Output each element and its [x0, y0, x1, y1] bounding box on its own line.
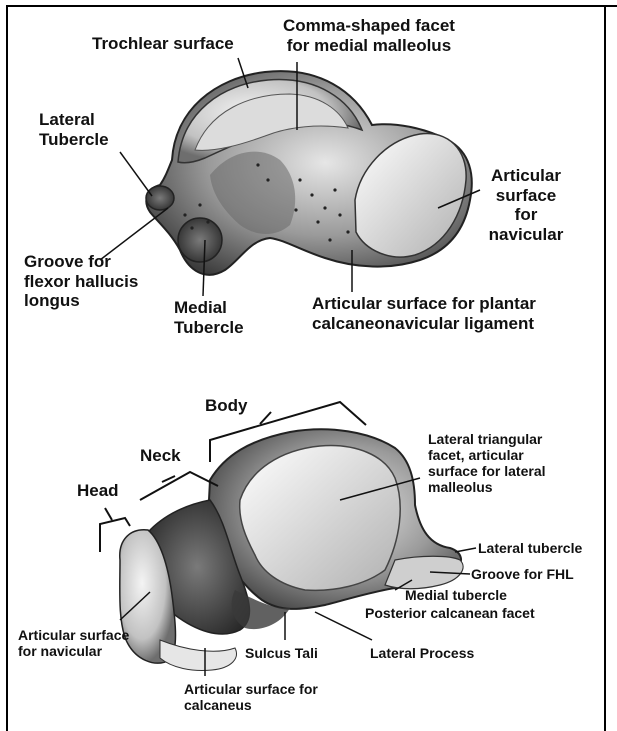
label-lateral-process: Lateral Process	[370, 645, 474, 661]
label-articular-calcaneus-line1: Articular surface for	[184, 681, 318, 697]
label-medial-tubercle-bottom: Medial tubercle	[405, 587, 507, 603]
label-lateral-tubercle-top-line1: Lateral	[39, 110, 109, 130]
label-lateral-triangular-facet-line1: Lateral triangular	[428, 431, 546, 447]
label-groove-fhl-top-line3: longus	[24, 291, 138, 311]
label-lateral-triangular-facet: Lateral triangular facet, articular surf…	[428, 431, 546, 495]
label-medial-tubercle-top-line1: Medial	[174, 298, 244, 318]
label-groove-fhl-top: Groove for flexor hallucis longus	[24, 252, 138, 311]
label-medial-tubercle-top: Medial Tubercle	[174, 298, 244, 337]
label-articular-navicular-top-line2: surface	[481, 186, 571, 206]
label-plantar-ligament-line1: Articular surface for plantar	[312, 294, 536, 314]
label-body: Body	[205, 396, 248, 416]
top-medial-tubercle	[178, 218, 222, 262]
label-posterior-calcanean-facet: Posterior calcanean facet	[365, 605, 535, 621]
label-lateral-triangular-facet-line3: surface for lateral	[428, 463, 546, 479]
top-talus-drawing	[146, 71, 472, 275]
label-trochlear-surface: Trochlear surface	[92, 34, 234, 54]
label-articular-navicular-top-line4: navicular	[481, 225, 571, 245]
label-comma-facet-line2: for medial malleolus	[283, 36, 455, 56]
label-neck: Neck	[140, 446, 181, 466]
top-lateral-tubercle	[146, 186, 174, 210]
label-groove-fhl-bottom: Groove for FHL	[471, 566, 574, 582]
label-comma-facet-line1: Comma-shaped facet	[283, 16, 455, 36]
label-plantar-ligament-line2: calcaneonavicular ligament	[312, 314, 536, 334]
label-lateral-tubercle-top-line2: Tubercle	[39, 130, 109, 150]
label-articular-navicular-top-line1: Articular	[481, 166, 571, 186]
label-comma-facet: Comma-shaped facet for medial malleolus	[283, 16, 455, 55]
label-articular-navicular-top: Articular surface for navicular	[481, 166, 571, 244]
label-articular-navicular-bottom: Articular surface for navicular	[18, 627, 129, 659]
label-head: Head	[77, 481, 119, 501]
label-articular-calcaneus-line2: calcaneus	[184, 697, 318, 713]
label-articular-navicular-top-line3: for	[481, 205, 571, 225]
bottom-calcaneal-surface	[160, 640, 236, 671]
label-medial-tubercle-top-line2: Tubercle	[174, 318, 244, 338]
label-lateral-triangular-facet-line2: facet, articular	[428, 447, 546, 463]
bottom-lateral-facet	[240, 446, 401, 591]
label-articular-calcaneus: Articular surface for calcaneus	[184, 681, 318, 713]
label-groove-fhl-top-line2: flexor hallucis	[24, 272, 138, 292]
label-sulcus-tali: Sulcus Tali	[245, 645, 318, 661]
label-groove-fhl-top-line1: Groove for	[24, 252, 138, 272]
label-articular-navicular-bottom-line2: for navicular	[18, 643, 129, 659]
label-lateral-tubercle-bottom: Lateral tubercle	[478, 540, 582, 556]
label-plantar-ligament: Articular surface for plantar calcaneona…	[312, 294, 536, 333]
label-lateral-tubercle-top: Lateral Tubercle	[39, 110, 109, 149]
label-lateral-triangular-facet-line4: malleolus	[428, 479, 546, 495]
label-articular-navicular-bottom-line1: Articular surface	[18, 627, 129, 643]
